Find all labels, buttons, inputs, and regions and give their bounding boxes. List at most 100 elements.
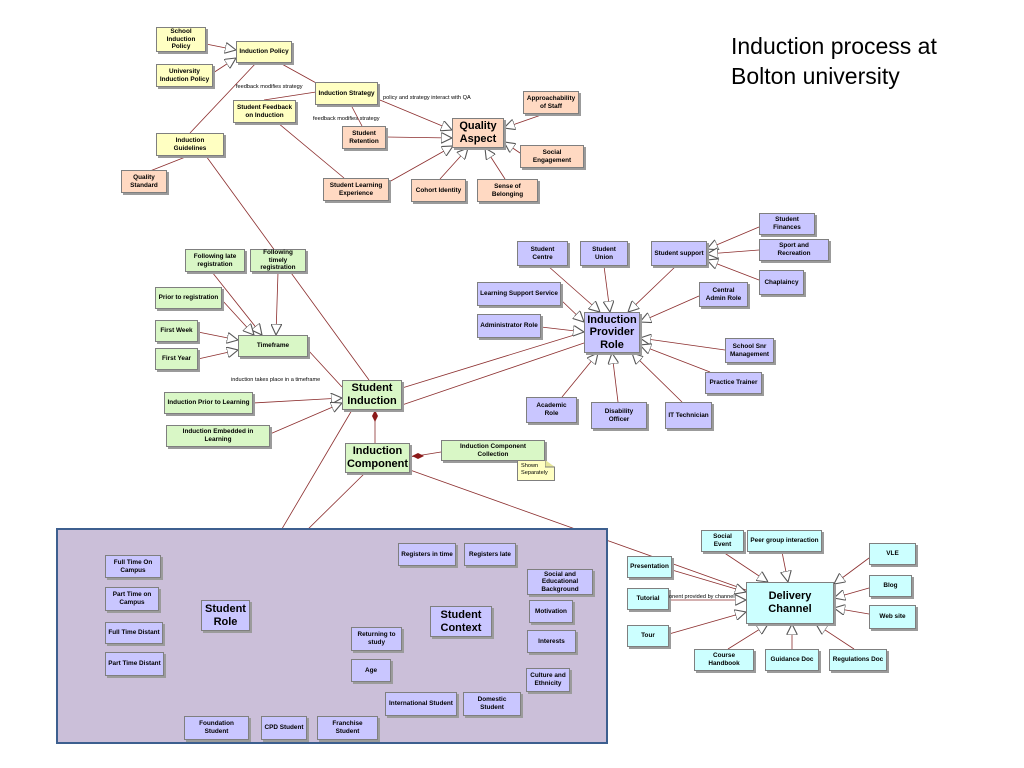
induction-component-collection-node[interactable]: Induction Component Collection	[441, 440, 545, 461]
arrow-chaplaincy-support	[707, 260, 760, 281]
link-guidelines-standard	[149, 155, 189, 172]
student-support-node[interactable]: Student support	[651, 241, 707, 266]
delivery-channel-node[interactable]: Delivery Channel	[746, 582, 834, 624]
social-educational-background-node[interactable]: Social and Educational Background	[527, 569, 593, 595]
induction-prior-to-learning-node[interactable]: Induction Prior to Learning	[164, 392, 253, 414]
first-year-node[interactable]: First Year	[155, 348, 198, 370]
domestic-student-node[interactable]: Domestic Student	[463, 692, 521, 716]
arrow-year-timeframe	[197, 350, 238, 360]
academic-role-node[interactable]: Academic Role	[526, 397, 577, 423]
prior-to-registration-node[interactable]: Prior to registration	[155, 287, 222, 309]
arrow-tour-channel	[668, 612, 746, 635]
administrator-role-node[interactable]: Administrator Role	[477, 314, 541, 338]
peer-group-interaction-node[interactable]: Peer group interaction	[747, 530, 822, 552]
link-policy-guidelines	[189, 62, 257, 134]
edge-label-component-channel: onent provided by channel	[669, 594, 735, 600]
quality-aspect-node[interactable]: Quality Aspect	[452, 118, 504, 148]
interests-node[interactable]: Interests	[527, 630, 576, 653]
chaplaincy-node[interactable]: Chaplaincy	[759, 270, 804, 295]
arrow-disability-provider	[612, 353, 618, 403]
arrow-social-event-channel	[722, 551, 768, 582]
central-admin-role-node[interactable]: Central Admin Role	[699, 282, 748, 307]
student-induction-node[interactable]: Student Induction	[342, 380, 402, 410]
arrow-prior-timeframe	[221, 299, 254, 335]
age-node[interactable]: Age	[351, 659, 391, 682]
following-timely-registration-node[interactable]: Following timely registration	[250, 249, 306, 272]
arrow-university-policy	[212, 58, 236, 74]
arrow-learning-support-provider	[560, 299, 584, 322]
full-time-on-campus-node[interactable]: Full Time On Campus	[105, 555, 161, 578]
edge-label-policy-strategy-qa: policy and strategy interact with QA	[383, 95, 471, 101]
cohort-identity-node[interactable]: Cohort Identity	[411, 179, 466, 202]
social-event-node[interactable]: Social Event	[701, 530, 744, 552]
induction-policy-node[interactable]: Induction Policy	[236, 41, 292, 63]
student-feedback-node[interactable]: Student Feedback on Induction	[233, 100, 296, 123]
arrow-union-provider	[604, 265, 610, 312]
practice-trainer-node[interactable]: Practice Trainer	[705, 372, 762, 394]
cpd-student-node[interactable]: CPD Student	[261, 716, 307, 740]
sport-and-recreation-node[interactable]: Sport and Recreation	[759, 239, 829, 261]
induction-component-node[interactable]: Induction Component	[345, 443, 410, 473]
arrow-admin-provider	[640, 295, 700, 322]
aggregation-diamond-component	[412, 453, 424, 459]
arrow-presentation-channel	[671, 569, 746, 592]
quality-standard-node[interactable]: Quality Standard	[121, 170, 167, 193]
arrow-snr-provider	[640, 338, 726, 351]
tour-node[interactable]: Tour	[627, 625, 669, 647]
timeframe-node[interactable]: Timeframe	[238, 335, 308, 357]
sense-of-belonging-node[interactable]: Sense of Belonging	[477, 179, 538, 202]
induction-guidelines-node[interactable]: Induction Guidelines	[156, 133, 224, 156]
part-time-distant-node[interactable]: Part Time Distant	[105, 652, 164, 676]
student-learning-experience-node[interactable]: Student Learning Experience	[323, 178, 389, 201]
school-induction-policy-node[interactable]: School Induction Policy	[156, 27, 206, 52]
web-site-node[interactable]: Web site	[869, 605, 916, 629]
student-union-node[interactable]: Student Union	[580, 241, 628, 266]
first-week-node[interactable]: First Week	[155, 320, 198, 342]
course-handbook-node[interactable]: Course Handbook	[694, 649, 754, 671]
arrow-week-timeframe	[197, 331, 238, 340]
guidance-doc-node[interactable]: Guidance Doc	[765, 649, 819, 671]
disability-officer-node[interactable]: Disability Officer	[591, 402, 647, 429]
registers-in-time-node[interactable]: Registers in time	[398, 543, 456, 566]
presentation-node[interactable]: Presentation	[627, 556, 672, 578]
arrow-social-quality	[504, 142, 521, 154]
student-role-node[interactable]: Student Role	[201, 600, 250, 631]
part-time-on-campus-node[interactable]: Part Time on Campus	[105, 587, 159, 611]
international-student-node[interactable]: International Student	[385, 692, 457, 716]
note-fold-icon	[545, 460, 555, 468]
foundation-student-node[interactable]: Foundation Student	[184, 716, 249, 740]
vle-node[interactable]: VLE	[869, 543, 916, 565]
school-snr-management-node[interactable]: School Snr Management	[725, 338, 774, 363]
blog-node[interactable]: Blog	[869, 575, 912, 597]
arrow-academic-provider	[561, 353, 598, 398]
arrow-school-policy	[205, 44, 236, 50]
arrow-prior-learning-induction	[252, 398, 342, 403]
arrow-belonging-quality	[485, 148, 506, 180]
arrow-vle-channel	[834, 557, 870, 584]
following-late-registration-node[interactable]: Following late registration	[185, 249, 245, 272]
induction-strategy-node[interactable]: Induction Strategy	[315, 82, 378, 105]
arrow-cohort-quality	[439, 148, 468, 180]
social-engagement-node[interactable]: Social Engagement	[520, 145, 584, 168]
it-technician-node[interactable]: IT Technician	[665, 402, 712, 429]
returning-to-study-node[interactable]: Returning to study	[351, 627, 402, 651]
full-time-distant-node[interactable]: Full Time Distant	[105, 622, 163, 644]
approachability-of-staff-node[interactable]: Approachability of Staff	[523, 91, 579, 114]
student-context-node[interactable]: Student Context	[430, 606, 492, 637]
university-induction-policy-node[interactable]: University Induction Policy	[156, 64, 213, 87]
edge-label-feedback-modifies-strategy-2: feedback modifies strategy	[313, 116, 380, 122]
student-centre-node[interactable]: Student Centre	[517, 241, 568, 266]
induction-provider-role-node[interactable]: Induction Provider Role	[584, 312, 640, 353]
learning-support-service-node[interactable]: Learning Support Service	[477, 282, 561, 306]
induction-embedded-in-learning-node[interactable]: Induction Embedded in Learning	[166, 425, 270, 447]
student-finances-node[interactable]: Student Finances	[759, 213, 815, 235]
culture-and-ethnicity-node[interactable]: Culture and Ethnicity	[526, 668, 570, 692]
arrow-trainer-provider	[640, 345, 711, 373]
regulations-doc-node[interactable]: Regulations Doc	[829, 649, 887, 671]
franchise-student-node[interactable]: Franchise Student	[317, 716, 378, 740]
tutorial-node[interactable]: Tutorial	[627, 588, 669, 610]
motivation-node[interactable]: Motivation	[529, 600, 573, 623]
arrow-website-channel	[834, 608, 870, 614]
registers-late-node[interactable]: Registers late	[464, 543, 516, 566]
student-retention-node[interactable]: Student Retention	[342, 126, 386, 149]
